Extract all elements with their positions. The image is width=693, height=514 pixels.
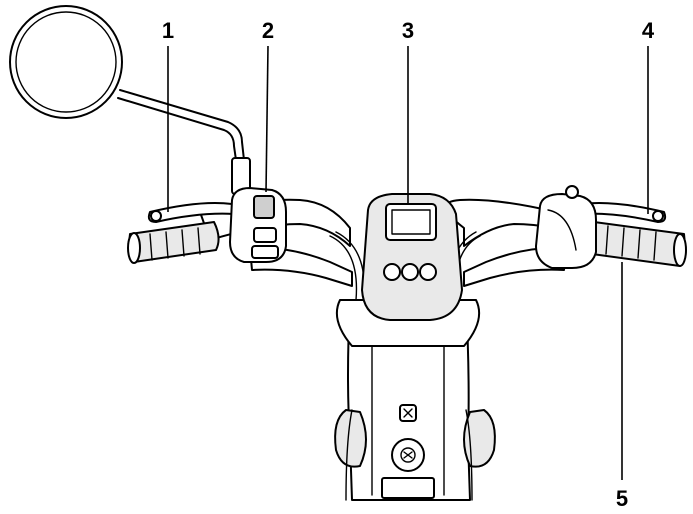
right-brake-lever — [579, 202, 667, 223]
callout-1: 1 — [162, 18, 174, 43]
leader-lines — [167, 45, 649, 480]
right-switch-housing — [535, 185, 597, 269]
callout-4: 4 — [642, 18, 655, 43]
instrument-housing — [336, 193, 480, 347]
left-brake-lever — [147, 202, 235, 223]
callout-2: 2 — [262, 18, 274, 43]
callout-3: 3 — [402, 18, 414, 43]
steering-column — [334, 299, 496, 501]
left-switch-housing — [229, 187, 287, 263]
left-mirror — [9, 5, 251, 195]
left-grip — [127, 221, 220, 264]
callout-5: 5 — [616, 486, 628, 511]
right-grip — [588, 221, 687, 267]
